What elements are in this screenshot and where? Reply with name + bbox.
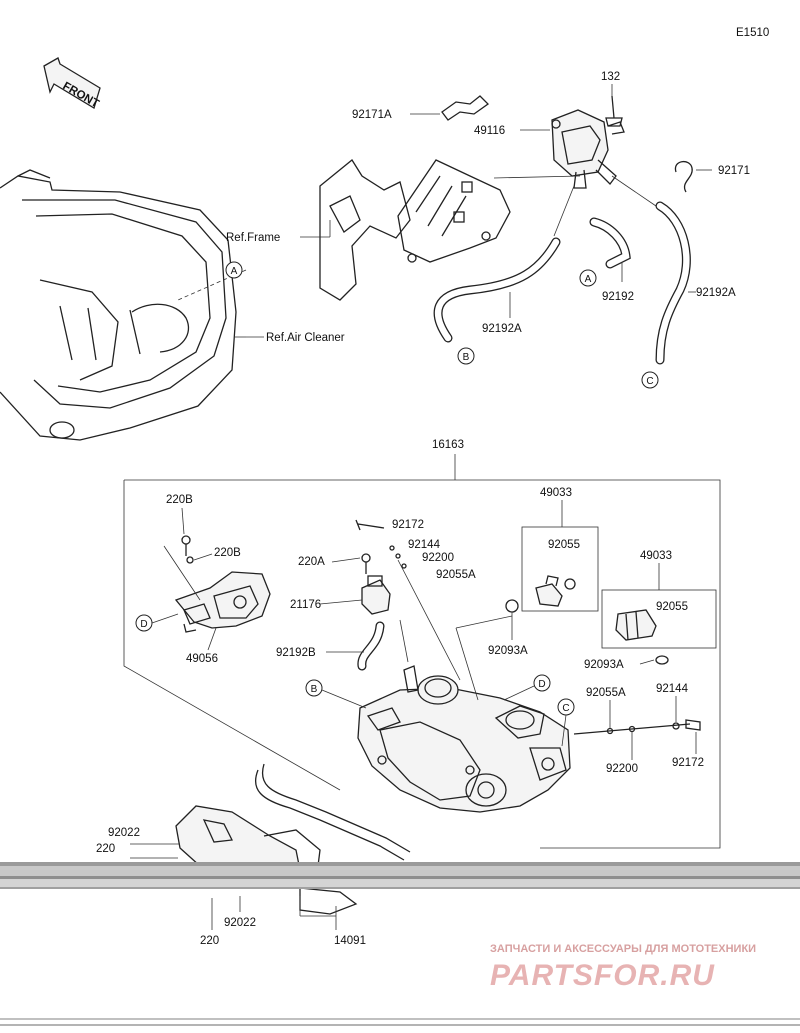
air-cleaner-housing — [0, 169, 237, 441]
label-92171: 92171 — [718, 165, 750, 177]
screw-92172-top — [355, 519, 385, 531]
svg-text:A: A — [585, 274, 592, 285]
label-14091: 14091 — [334, 935, 366, 947]
clip-92171 — [674, 161, 693, 193]
label-220-a: 220 — [96, 843, 115, 855]
callout-c-top: C — [641, 371, 659, 389]
label-92055a-right: 92055A — [586, 687, 626, 699]
svg-text:A: A — [231, 266, 238, 277]
label-92172-top: 92172 — [392, 519, 424, 531]
callout-d-left: D — [135, 614, 153, 632]
label-92192a-right: 92192A — [696, 287, 736, 299]
callout-a-top: A — [225, 261, 243, 279]
fastener-row-right — [573, 719, 701, 735]
svg-text:B: B — [311, 684, 318, 695]
callout-b-throttle: B — [305, 679, 323, 697]
label-220b-a: 220B — [166, 494, 193, 506]
label-220b-b: 220B — [214, 547, 241, 559]
label-49116: 49116 — [474, 125, 505, 137]
label-92022-b: 92022 — [224, 917, 256, 929]
ref-frame-label: Ref.Frame — [226, 232, 280, 244]
lower-case-14091 — [175, 805, 358, 915]
ref-air-cleaner-label: Ref.Air Cleaner — [266, 332, 345, 344]
callout-c-throttle: C — [557, 698, 575, 716]
bolt-132 — [605, 95, 623, 127]
label-92192b: 92192B — [276, 647, 316, 659]
scan-noise-band-bottom — [0, 1018, 800, 1026]
svg-text:C: C — [646, 376, 653, 387]
injector-2 — [615, 609, 669, 665]
label-49033-a: 49033 — [540, 487, 572, 499]
front-arrow-icon: FRONT — [43, 57, 101, 110]
solenoid-valve — [551, 109, 625, 189]
label-220a: 220A — [298, 556, 325, 568]
hose-92192 — [589, 217, 631, 269]
hose-92192b — [357, 621, 385, 671]
watermark-logo: ЗАПЧАСТИ И АКСЕССУАРЫ ДЛЯ МОТОТЕХНИКИ PA… — [490, 943, 756, 992]
label-92055-b: 92055 — [656, 601, 688, 613]
sensor-bracket-49056 — [174, 535, 271, 633]
label-92172-right: 92172 — [672, 757, 704, 769]
injector-1 — [535, 575, 576, 607]
label-220-b: 220 — [200, 935, 219, 947]
hose-92192a-left — [433, 237, 561, 343]
scan-noise-band — [0, 862, 800, 889]
svg-text:PARTSFOR.RU: PARTSFOR.RU — [490, 959, 715, 992]
leader-lines-top — [177, 84, 712, 338]
hose-92192a-right — [655, 201, 691, 365]
frame-bracket — [319, 159, 511, 301]
label-92192a-left: 92192A — [482, 323, 522, 335]
label-132: 132 — [601, 71, 620, 83]
callout-b-top: B — [457, 347, 475, 365]
throttle-body — [357, 665, 571, 813]
label-92055a-top: 92055A — [436, 569, 476, 581]
injector-box-1 — [521, 526, 599, 612]
label-92093a-a: 92093A — [488, 645, 528, 657]
label-92192: 92192 — [602, 291, 634, 303]
label-92171a: 92171A — [352, 109, 392, 121]
label-92022-a: 92022 — [108, 827, 140, 839]
label-92200-top: 92200 — [422, 552, 454, 564]
diagram-code: E1510 — [736, 27, 769, 39]
svg-text:ЗАПЧАСТИ И АКСЕССУАРЫ ДЛЯ МОТО: ЗАПЧАСТИ И АКСЕССУАРЫ ДЛЯ МОТОТЕХНИКИ — [490, 943, 756, 955]
assembly-frame — [123, 479, 721, 849]
svg-text:D: D — [538, 679, 545, 690]
sensor-21176 — [361, 553, 391, 615]
clip-92171a — [441, 95, 490, 121]
label-21176: 21176 — [290, 599, 321, 611]
o-ring-92093a-1 — [505, 599, 519, 613]
label-92200-right: 92200 — [606, 763, 638, 775]
label-16163: 16163 — [432, 439, 464, 451]
label-92055-a: 92055 — [548, 539, 580, 551]
svg-text:D: D — [140, 619, 147, 630]
svg-text:B: B — [463, 352, 470, 363]
callout-a-hose: A — [579, 269, 597, 287]
label-92093a-b: 92093A — [584, 659, 624, 671]
gasket-92022 — [254, 763, 411, 861]
callout-d-throttle: D — [533, 674, 551, 692]
small-parts-row — [389, 545, 407, 569]
label-49033-b: 49033 — [640, 550, 672, 562]
label-92144-right: 92144 — [656, 683, 689, 695]
label-92144-top: 92144 — [408, 539, 441, 551]
label-49056: 49056 — [186, 653, 218, 665]
svg-text:C: C — [562, 703, 569, 714]
